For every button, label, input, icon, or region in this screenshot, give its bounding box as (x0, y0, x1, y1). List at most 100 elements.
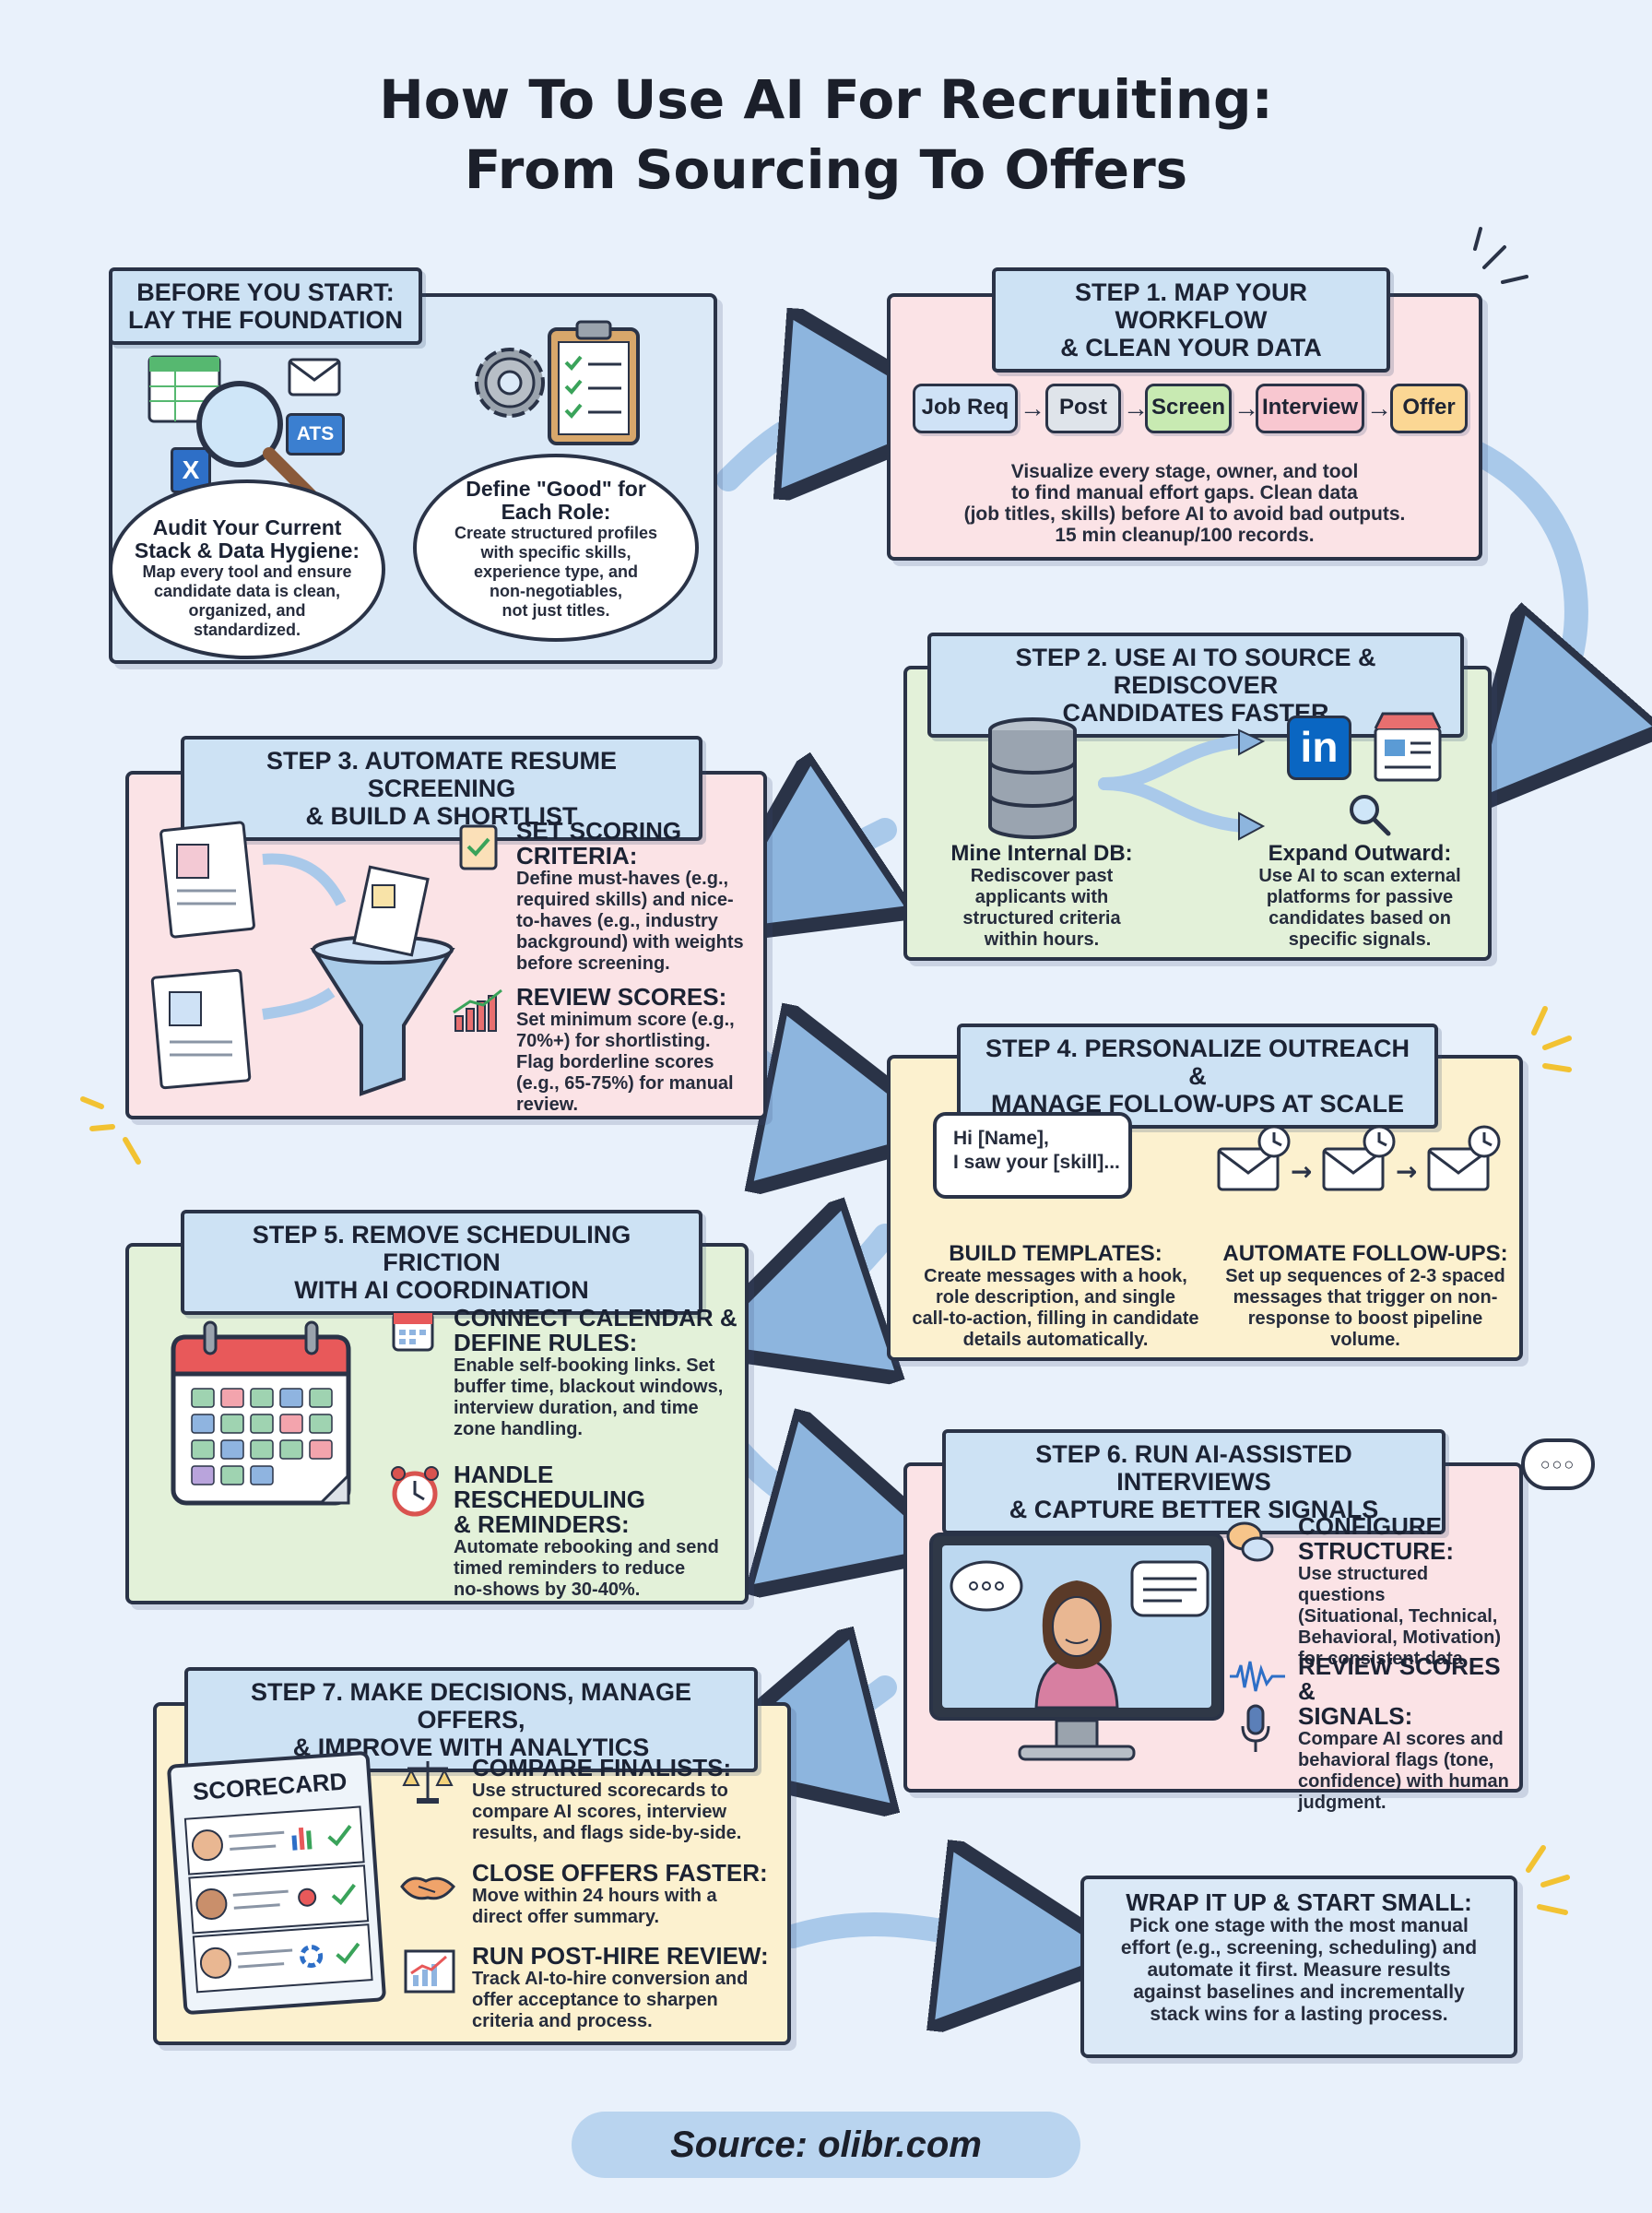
foundation-tag-line-2: LAY THE FOUNDATION (127, 306, 403, 334)
interviewer-avatar (1034, 1580, 1119, 1710)
ats-icon: ATS (286, 413, 345, 456)
step2-external: Expand Outward: Use AI to scan external … (1235, 841, 1484, 951)
arrow-foundation-to-step1 (716, 409, 876, 479)
review-title: REVIEW SCORES: (516, 983, 727, 1011)
search-icon (1350, 795, 1391, 836)
calendar-body-line-3: interview duration, and time (454, 1398, 699, 1418)
review-body-line-4: (e.g., 65-75%) for manual (516, 1073, 734, 1094)
criteria-body-line-2: required skills) and nice- (516, 890, 734, 910)
alarm-clock-icon (391, 1466, 439, 1517)
step1-body: Visualize every stage, owner, and tool t… (903, 461, 1466, 546)
step4-templates: BUILD TEMPLATES: Create messages with a … (902, 1241, 1210, 1351)
scorecard-card: SCORECARD (166, 1750, 387, 2016)
bubble-line-1: Hi [Name], (953, 1128, 1049, 1149)
foundation-tag-line-1: BEFORE YOU START: (136, 278, 395, 306)
audit-body-line-3: organized, and (188, 601, 306, 620)
wrap-panel (1080, 1876, 1517, 2058)
wrap-body-line-4: against baselines and incrementally (1133, 1982, 1465, 2003)
good-body-line-5: not just titles. (502, 601, 610, 620)
stage-arrow-2-glyph: → (1123, 394, 1149, 422)
good-body-line-4: non-negotiables, (490, 582, 622, 600)
compare-body-line-1: Use structured scorecards to (472, 1781, 728, 1801)
external-title: Expand Outward: (1268, 841, 1452, 866)
stage-arrow-2: → (1123, 384, 1149, 433)
scorecard-row-1 (183, 1805, 365, 1876)
calendar-body-line-2: buffer time, blackout windows, (454, 1377, 724, 1397)
signals-body-line-1: Compare AI scores and (1298, 1729, 1504, 1749)
svg-text:→: → (1396, 1156, 1417, 1187)
signals-body-line-3: confidence) with human (1298, 1771, 1509, 1792)
internal-body-line-1: Rediscover past (970, 866, 1114, 886)
signals-title-line-1: REVIEW SCORES & (1298, 1652, 1501, 1705)
signals-body-line-2: behavioral flags (tone, (1298, 1750, 1494, 1770)
chat-dots-bubble-icon: ○○○ (1521, 1438, 1595, 1490)
step7-close: CLOSE OFFERS FASTER: Move within 24 hour… (472, 1861, 785, 1928)
step1-body-line-4: 15 min cleanup/100 records. (1055, 525, 1315, 546)
templates-body-line-4: details automatically. (962, 1330, 1149, 1350)
post-hire-body-line-2: offer acceptance to sharpen (472, 1990, 718, 2010)
scorecard-row-3 (192, 1923, 373, 1994)
stage-chip-post: Post (1045, 384, 1121, 433)
bar-chart-up-icon (453, 988, 502, 1032)
audit-body-line-4: standardized. (193, 621, 301, 639)
step6-tag-line-1: STEP 6. RUN AI-ASSISTED INTERVIEWS (1035, 1440, 1352, 1496)
step7-review: RUN POST-HIRE REVIEW: Track AI-to-hire c… (472, 1944, 785, 2032)
stage-label-screen: Screen (1150, 395, 1226, 420)
criteria-body-line-1: Define must-haves (e.g., (516, 869, 729, 889)
criteria-body-line-5: before screening. (516, 953, 670, 974)
scorecard-rows (183, 1805, 373, 1994)
stage-arrow-3-glyph: → (1233, 394, 1259, 422)
step5-reschedule: HANDLE RESCHEDULING & REMINDERS: Automat… (454, 1462, 745, 1601)
internal-body-line-4: within hours. (984, 929, 1100, 950)
config-body-line-2: (Situational, Technical, (1298, 1606, 1498, 1627)
stage-arrow-3: → (1233, 384, 1259, 433)
linkedin-label: in (1300, 723, 1339, 771)
step1-body-line-3: (job titles, skills) before AI to avoid … (963, 503, 1406, 525)
arrow-step6-to-step7 (784, 1687, 885, 1743)
step6-tag-line-2: & CAPTURE BETTER SIGNALS (1009, 1496, 1379, 1523)
step3-tag-line-1: STEP 3. AUTOMATE RESUME SCREENING (266, 747, 618, 802)
step5-tag-line-1: STEP 5. REMOVE SCHEDULING FRICTION (252, 1221, 631, 1276)
good-body-line-3: experience type, and (473, 562, 639, 581)
arrow-step4-to-step5 (784, 1236, 885, 1319)
templates-body-line-2: role description, and single (935, 1287, 1176, 1308)
internal-body-line-2: applicants with (974, 887, 1109, 907)
wrap-body-line-5: stack wins for a lasting process. (1150, 2004, 1448, 2025)
audit-body-line-1: Map every tool and ensure (142, 562, 352, 581)
speech-dots-icon (950, 1560, 1023, 1612)
step3-tag: STEP 3. AUTOMATE RESUME SCREENING & BUIL… (181, 736, 702, 841)
post-hire-body-line-3: criteria and process. (472, 2011, 653, 2031)
good-title-line-1: Define "Good" for (466, 477, 646, 501)
step4-tag: STEP 4. PERSONALIZE OUTREACH & MANAGE FO… (957, 1024, 1438, 1129)
good-body-line-1: Create structured profiles (454, 524, 658, 542)
config-title-line-2: STRUCTURE: (1298, 1537, 1454, 1565)
step3-review: REVIEW SCORES: Set minimum score (e.g., … (516, 985, 758, 1116)
step5-tag-line-2: WITH AI COORDINATION (294, 1276, 589, 1304)
calendar-title-line-2: DEFINE RULES: (454, 1329, 638, 1356)
stage-arrow-4: → (1366, 384, 1392, 433)
funnel-icon (310, 865, 455, 1096)
resume-screening-icons (150, 821, 455, 1096)
stage-label-post: Post (1058, 395, 1107, 420)
review-body-line-2: 70%+) for shortlisting. (516, 1031, 711, 1051)
criteria-title-line-1: SET SCORING (516, 817, 682, 845)
close-body-line-2: direct offer summary. (472, 1907, 660, 1927)
step1-body-line-1: Visualize every stage, owner, and tool (1010, 461, 1359, 482)
stage-arrow-4-glyph: → (1366, 394, 1392, 422)
calendar-icon (171, 1320, 351, 1506)
step7-compare: COMPARE FINALISTS: Use structured scorec… (472, 1756, 785, 1844)
wrap-title: WRAP IT UP & START SMALL: (1126, 1888, 1472, 1916)
templates-body-line-1: Create messages with a hook, (924, 1266, 1187, 1286)
audit-title-line-2: Stack & Data Hygiene: (134, 538, 360, 562)
step1-body-line-2: to find manual effort gaps. Clean data (1011, 482, 1358, 503)
step4-tag-line-1: STEP 4. PERSONALIZE OUTREACH & (985, 1035, 1410, 1090)
good-body-line-2: with specific skills, (480, 543, 631, 562)
waveform-icon (1230, 1661, 1285, 1692)
resched-body-line-3: no-shows by 30-40%. (454, 1580, 641, 1600)
stage-label-job-req: Job Req (921, 395, 1009, 420)
resched-body-line-1: Automate rebooking and send (454, 1537, 719, 1557)
split-arrow (1098, 728, 1266, 841)
review-body-line-5: review. (516, 1095, 579, 1115)
template-speech-bubble: Hi [Name], I saw your [skill]... (933, 1112, 1132, 1199)
